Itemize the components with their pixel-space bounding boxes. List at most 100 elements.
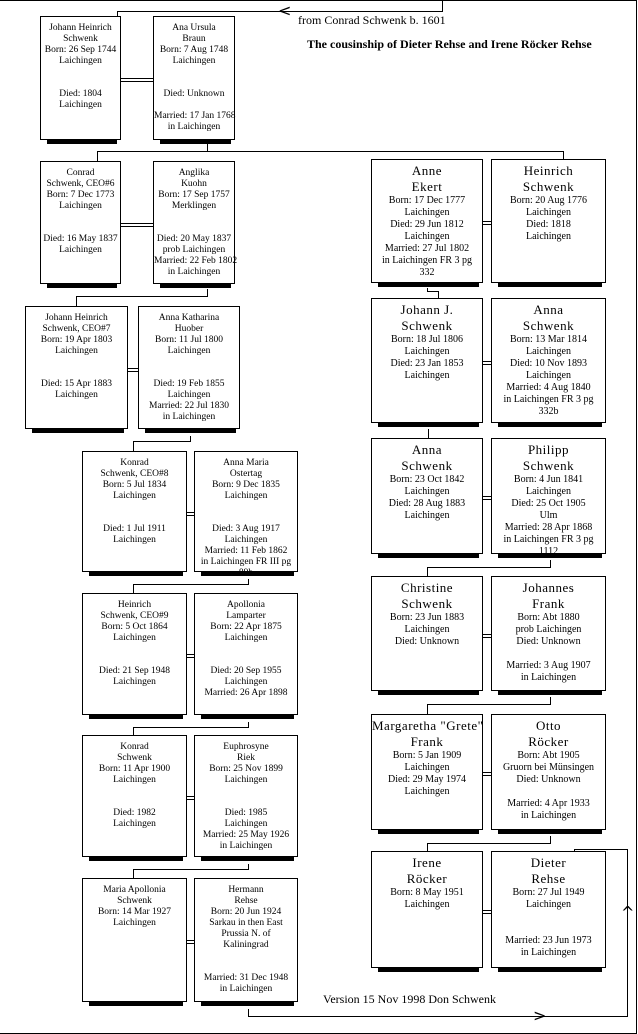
person-detail-line: Laichingen xyxy=(404,346,450,357)
person-detail-line: Married: 4 Aug 1840 xyxy=(506,382,591,393)
person-detail-line: Married: 25 May 1926 xyxy=(202,830,290,840)
person-detail-line: Born: 9 Dec 1835 xyxy=(212,480,280,490)
marriage-connector xyxy=(187,654,194,658)
marriage-connector xyxy=(187,796,194,800)
person-detail-line: Married: 22 Feb 1802 xyxy=(154,256,238,266)
connector-line xyxy=(428,429,429,438)
connector-line xyxy=(442,1,443,11)
person-detail-line: Married: 4 Apr 1933 xyxy=(507,798,590,809)
person-detail-line xyxy=(139,357,239,368)
person-detail-line: Laichingen xyxy=(167,390,211,400)
person-detail-line xyxy=(154,212,234,223)
person-detail-line: Born: 20 Jun 1924 xyxy=(210,907,282,917)
connector-line xyxy=(550,697,551,704)
person-detail-line: Died: 20 Sep 1955 xyxy=(210,666,282,676)
person-name-line: Braun xyxy=(182,34,206,44)
person-name-line: Schwenk, CEO#7 xyxy=(42,324,111,334)
person-detail-line: Died: 25 Oct 1905 xyxy=(511,498,586,509)
person-detail-line: Married: 26 Apr 1898 xyxy=(204,688,288,698)
person-name-line: Ana Ursula xyxy=(172,23,216,33)
person-detail-line: 332 xyxy=(419,267,435,278)
person-detail-line: Laichingen xyxy=(526,346,571,357)
person-detail-line: Laichingen xyxy=(224,491,268,501)
person-detail-line xyxy=(195,513,297,524)
person-detail-line: Born: 26 Sep 1744 xyxy=(44,45,117,55)
connector-line xyxy=(133,727,249,728)
connector-line xyxy=(574,849,575,852)
person-name-line: Johannes xyxy=(522,580,575,595)
connector-line xyxy=(190,436,191,442)
connector-line xyxy=(427,843,551,844)
person-detail-line: Laichingen xyxy=(113,677,156,687)
person-detail-line xyxy=(195,502,297,513)
connector-line xyxy=(438,291,439,298)
person-name-line: Otto xyxy=(535,718,562,733)
person-detail-line: in Laichingen FR 3 pg xyxy=(503,534,594,545)
person-detail-line xyxy=(154,67,234,78)
person-detail-line: Born: 7 Dec 1773 xyxy=(46,190,115,200)
person-detail-line: Laichingen xyxy=(224,775,268,785)
person-name-line: Rehse xyxy=(234,896,258,906)
person-name-line: Euphrosyne xyxy=(223,742,269,752)
person-detail-line xyxy=(41,223,120,234)
person-detail-line: Died: 15 Apr 1883 xyxy=(41,379,112,389)
person-name-line: Maria Apollonia xyxy=(103,885,166,895)
person-name-line: Schwenk, CEO#6 xyxy=(46,179,115,189)
connector-line xyxy=(97,151,564,152)
person-detail-line xyxy=(195,644,297,655)
connector-line xyxy=(133,584,249,585)
person-detail-line: Laichingen xyxy=(526,207,571,218)
marriage-connector xyxy=(483,910,491,914)
person-detail-line xyxy=(83,513,186,524)
person-detail-line: Married: 28 Apr 1868 xyxy=(504,522,593,533)
marriage-connector xyxy=(483,361,491,365)
person-detail-line: Born: 5 Jul 1834 xyxy=(102,480,167,490)
origin-note: from Conrad Schwenk b. 1601 xyxy=(298,13,446,27)
connector-line xyxy=(76,296,208,297)
connector-line xyxy=(550,560,551,567)
person-detail-line: Laichingen xyxy=(172,56,216,66)
person-detail-line: Sarkau in then East xyxy=(209,918,283,928)
connector-line xyxy=(550,836,551,843)
person-name-line: Johann Heinrich xyxy=(45,313,108,323)
person-detail-line: Laichingen xyxy=(59,245,102,255)
person-detail-line: Laichingen xyxy=(224,819,268,829)
person-detail-line: 89b xyxy=(238,568,254,578)
person-detail-line: in Laichingen xyxy=(520,810,577,821)
person-detail-line: Born: 5 Oct 1864 xyxy=(101,622,168,632)
marriage-connector xyxy=(483,496,491,500)
person-detail-line: Laichingen xyxy=(55,390,98,400)
person-detail-line: Laichingen xyxy=(113,633,156,643)
person-name-line: Anna Katharina xyxy=(158,313,220,323)
person-detail-line xyxy=(41,67,120,78)
person-detail-line: Married: 17 Jan 1768 xyxy=(154,111,236,121)
person-detail-line: Laichingen xyxy=(113,918,156,928)
marriage-connector xyxy=(483,772,491,776)
person-detail-line: Laichingen xyxy=(113,491,156,501)
person-name-line: Rehse xyxy=(531,871,566,886)
person-detail-line xyxy=(492,911,605,923)
person-detail-line xyxy=(492,923,605,935)
person-detail-line: Died: 10 Nov 1893 xyxy=(510,358,587,369)
person-name-line: Christine xyxy=(400,580,454,595)
person-detail-line: in Laichingen xyxy=(219,984,273,994)
person-detail-line xyxy=(26,357,127,368)
person-detail-line: Laichingen xyxy=(526,899,571,910)
person-name-line: Schwenk, CEO#8 xyxy=(100,469,169,479)
person-detail-line: Laichingen xyxy=(404,786,450,797)
arrow-up-icon: ^ xyxy=(621,903,635,922)
person-detail-line: Married: 22 Jul 1830 xyxy=(149,401,229,411)
connector-line xyxy=(133,869,134,878)
person-detail-line: Laichingen xyxy=(224,633,268,643)
person-name-line: Frank xyxy=(532,596,565,611)
